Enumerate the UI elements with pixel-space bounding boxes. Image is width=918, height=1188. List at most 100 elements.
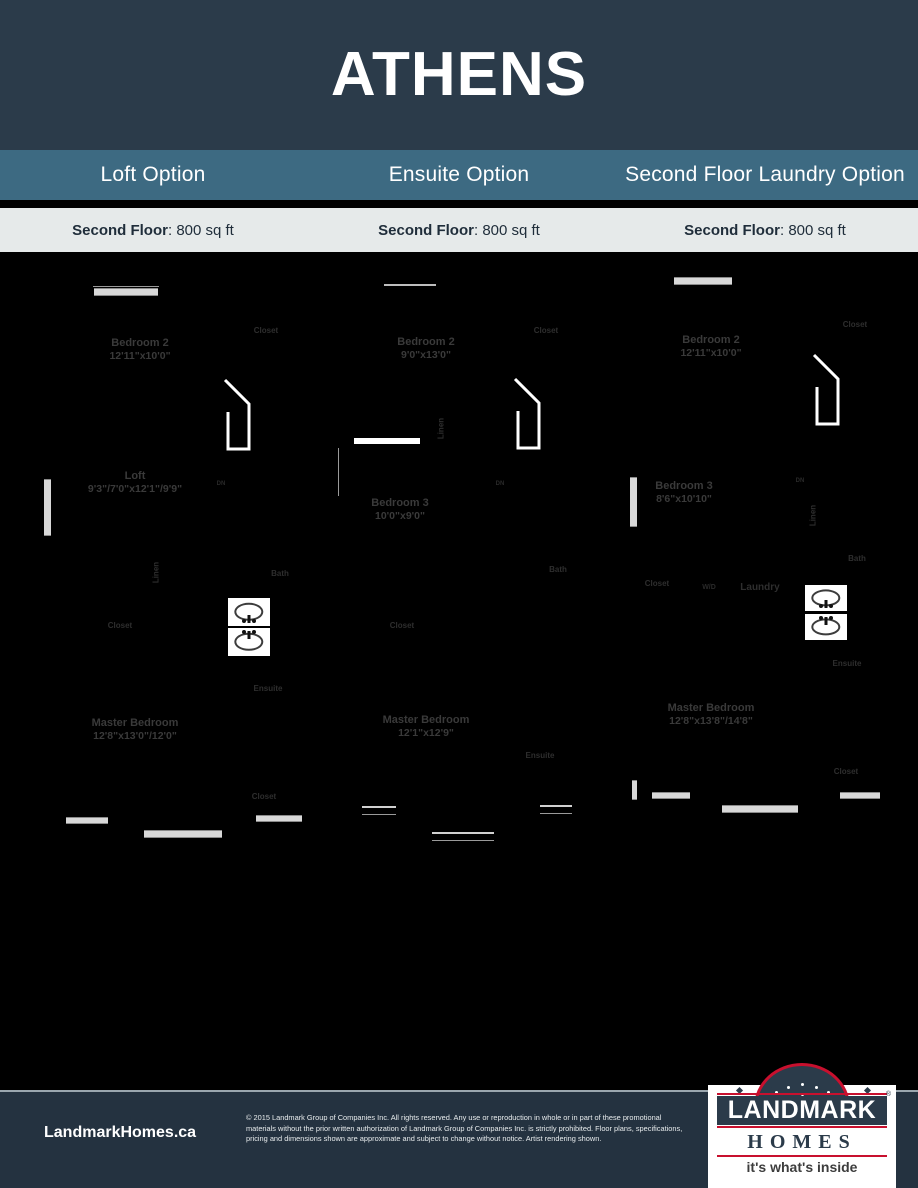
footer-divider <box>0 1090 918 1092</box>
window-frame-icon <box>93 286 159 287</box>
sqft-value-1: 800 sq ft <box>176 221 234 239</box>
label-dn: DN <box>795 478 805 484</box>
window-icon <box>540 805 572 807</box>
room-name: Bedroom 3 <box>371 497 429 509</box>
room-dimension: 12'1"x12'9" <box>398 726 454 739</box>
tap-handles-icon <box>819 604 833 609</box>
sqft-label-3: Second Floor <box>684 221 780 239</box>
window-icon <box>354 438 420 444</box>
sqft-band: Second Floor: 800 sq ft Second Floor: 80… <box>0 208 918 252</box>
room-name: Master Bedroom <box>382 714 470 726</box>
logo-tagline: it's what's inside <box>746 1159 858 1175</box>
vanity-sink-icon <box>805 614 847 640</box>
label-closet: Closet <box>253 326 279 335</box>
label-washer-dryer: W/D <box>702 584 716 591</box>
site-url[interactable]: LandmarkHomes.ca <box>44 1124 197 1141</box>
room-label-loft: Loft 9'3"/7'0"x12'1"/9'9" <box>88 470 182 495</box>
window-icon <box>362 814 396 815</box>
tap-handles-icon <box>242 619 256 624</box>
logo-landmark-text: LANDMARK <box>717 1096 887 1125</box>
window-icon <box>94 288 158 296</box>
sqft-sep-1: : <box>167 221 177 239</box>
floor-plan-ensuite-option: Bedroom 2 9'0"x13'0" Bedroom 3 10'0"x9'0… <box>306 252 612 1090</box>
title-band: ATHENS <box>0 0 918 150</box>
tap-handles-icon <box>242 630 256 635</box>
window-icon <box>652 792 690 799</box>
landmark-homes-logo[interactable]: LANDMARK HOMES it's what's inside ® <box>708 1063 896 1188</box>
floor-plan-second-floor-laundry-option: Bedroom 2 12'11"x10'0" Bedroom 3 8'6"x10… <box>612 252 918 1090</box>
window-icon <box>384 284 436 286</box>
sqft-label-2: Second Floor <box>378 221 474 239</box>
tab-second-floor-laundry-option[interactable]: Second Floor Laundry Option <box>625 163 905 186</box>
tap-icon <box>824 617 828 625</box>
vanity-sink-icon <box>805 585 847 611</box>
room-name: Bedroom 2 <box>111 337 169 349</box>
room-label-master-bedroom: Master Bedroom 12'8"x13'0"/12'0" <box>92 717 179 742</box>
divider-black-top <box>0 200 918 208</box>
window-icon <box>144 830 222 838</box>
label-ensuite: Ensuite <box>832 659 862 668</box>
stairwell-icon <box>222 377 272 452</box>
page-title: ATHENS <box>330 40 588 109</box>
label-closet: Closet <box>644 579 670 588</box>
label-dn: DN <box>216 481 226 487</box>
logo-red-line-mid <box>717 1126 887 1128</box>
window-icon <box>540 813 572 814</box>
label-closet: Closet <box>833 767 859 776</box>
label-linen: Linen <box>151 561 161 584</box>
logo-red-line-top <box>717 1093 887 1095</box>
tap-handles-icon <box>819 616 833 621</box>
label-bath: Bath <box>549 565 567 574</box>
tap-icon <box>247 631 251 639</box>
option-tabs: Loft Option Ensuite Option Second Floor … <box>0 150 918 200</box>
window-icon <box>66 817 108 824</box>
tab-ensuite-option[interactable]: Ensuite Option <box>388 163 530 186</box>
room-label-master-bedroom: Master Bedroom 12'8"x13'8"/14'8" <box>668 702 755 727</box>
room-dimension: 8'6"x10'10" <box>656 492 712 505</box>
label-bath: Bath <box>848 554 866 563</box>
label-closet: Closet <box>533 326 559 335</box>
label-linen: Linen <box>808 504 818 527</box>
vanity-sink-icon <box>228 598 270 626</box>
window-icon <box>256 815 302 822</box>
sqft-cell-3: Second Floor: 800 sq ft <box>612 208 918 252</box>
room-label-bedroom-2: Bedroom 2 12'11"x10'0" <box>680 334 741 359</box>
room-label-bedroom-3: Bedroom 3 10'0"x9'0" <box>371 497 428 522</box>
tap-icon <box>247 615 251 623</box>
window-icon <box>722 805 798 813</box>
window-icon <box>338 448 339 496</box>
room-name: Bedroom 2 <box>397 336 455 348</box>
label-bath: Bath <box>271 569 289 578</box>
window-icon <box>630 477 637 527</box>
room-name: Loft <box>124 470 146 482</box>
room-name: Master Bedroom <box>667 702 755 714</box>
sqft-cell-1: Second Floor: 800 sq ft <box>0 208 306 252</box>
room-dimension: 9'3"/7'0"x12'1"/9'9" <box>87 482 183 495</box>
window-icon <box>432 840 494 841</box>
sqft-sep-2: : <box>473 221 483 239</box>
sqft-value-2: 800 sq ft <box>482 221 540 239</box>
window-icon <box>674 277 732 285</box>
tap-icon <box>824 600 828 608</box>
sqft-cell-2: Second Floor: 800 sq ft <box>306 208 612 252</box>
room-dimension: 12'11"x10'0" <box>680 346 742 359</box>
logo-red-line-bottom <box>717 1155 887 1157</box>
room-dimension: 10'0"x9'0" <box>375 509 425 522</box>
room-dimension: 9'0"x13'0" <box>401 348 451 361</box>
window-icon <box>840 792 880 799</box>
stairwell-icon <box>811 352 861 427</box>
floor-plans-area: Bedroom 2 12'11"x10'0" Loft 9'3"/7'0"x12… <box>0 252 918 1090</box>
tab-loft-option[interactable]: Loft Option <box>100 163 206 186</box>
room-name: Bedroom 2 <box>682 334 740 346</box>
window-icon <box>44 479 51 536</box>
window-icon <box>362 806 396 808</box>
room-name: Master Bedroom <box>91 717 179 729</box>
room-dimension: 12'8"x13'8"/14'8" <box>669 714 753 727</box>
sqft-value-3: 800 sq ft <box>788 221 846 239</box>
sqft-sep-3: : <box>779 221 789 239</box>
room-label-master-bedroom: Master Bedroom 12'1"x12'9" <box>383 714 470 739</box>
room-label-bedroom-2: Bedroom 2 9'0"x13'0" <box>397 336 454 361</box>
label-linen: Linen <box>436 417 446 440</box>
vanity-sink-icon <box>228 628 270 656</box>
